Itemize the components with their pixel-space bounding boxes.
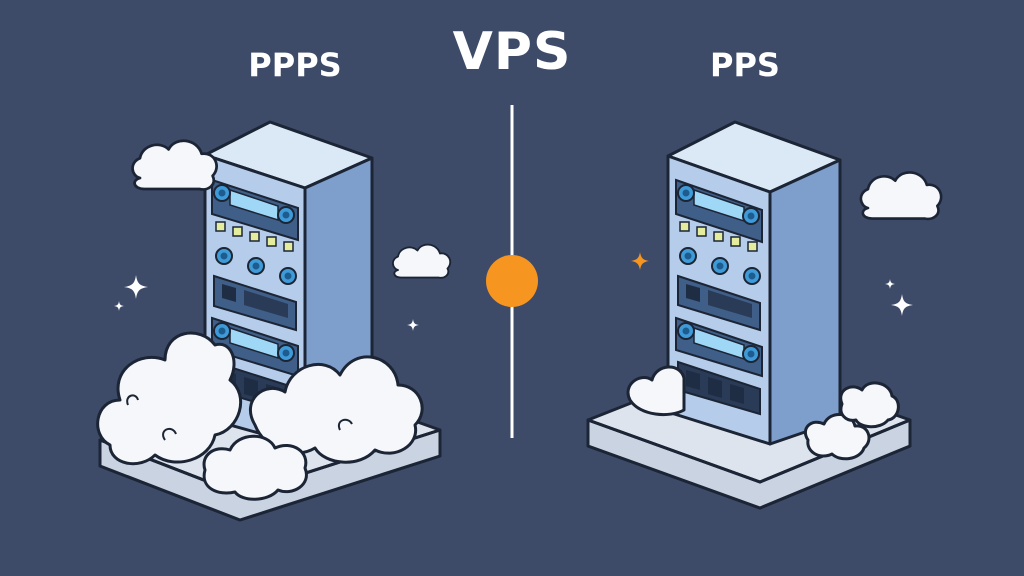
left-scene — [96, 120, 452, 522]
right-server — [666, 120, 842, 446]
right-base-clouds — [626, 365, 900, 461]
left-base-clouds — [96, 331, 424, 501]
center-dot — [486, 255, 538, 307]
left-label: PPPS — [248, 46, 342, 84]
main-title: VPS — [452, 22, 572, 82]
right-label: PPS — [710, 46, 780, 84]
right-scene — [586, 120, 943, 510]
right-sparkle-orange — [631, 252, 649, 270]
